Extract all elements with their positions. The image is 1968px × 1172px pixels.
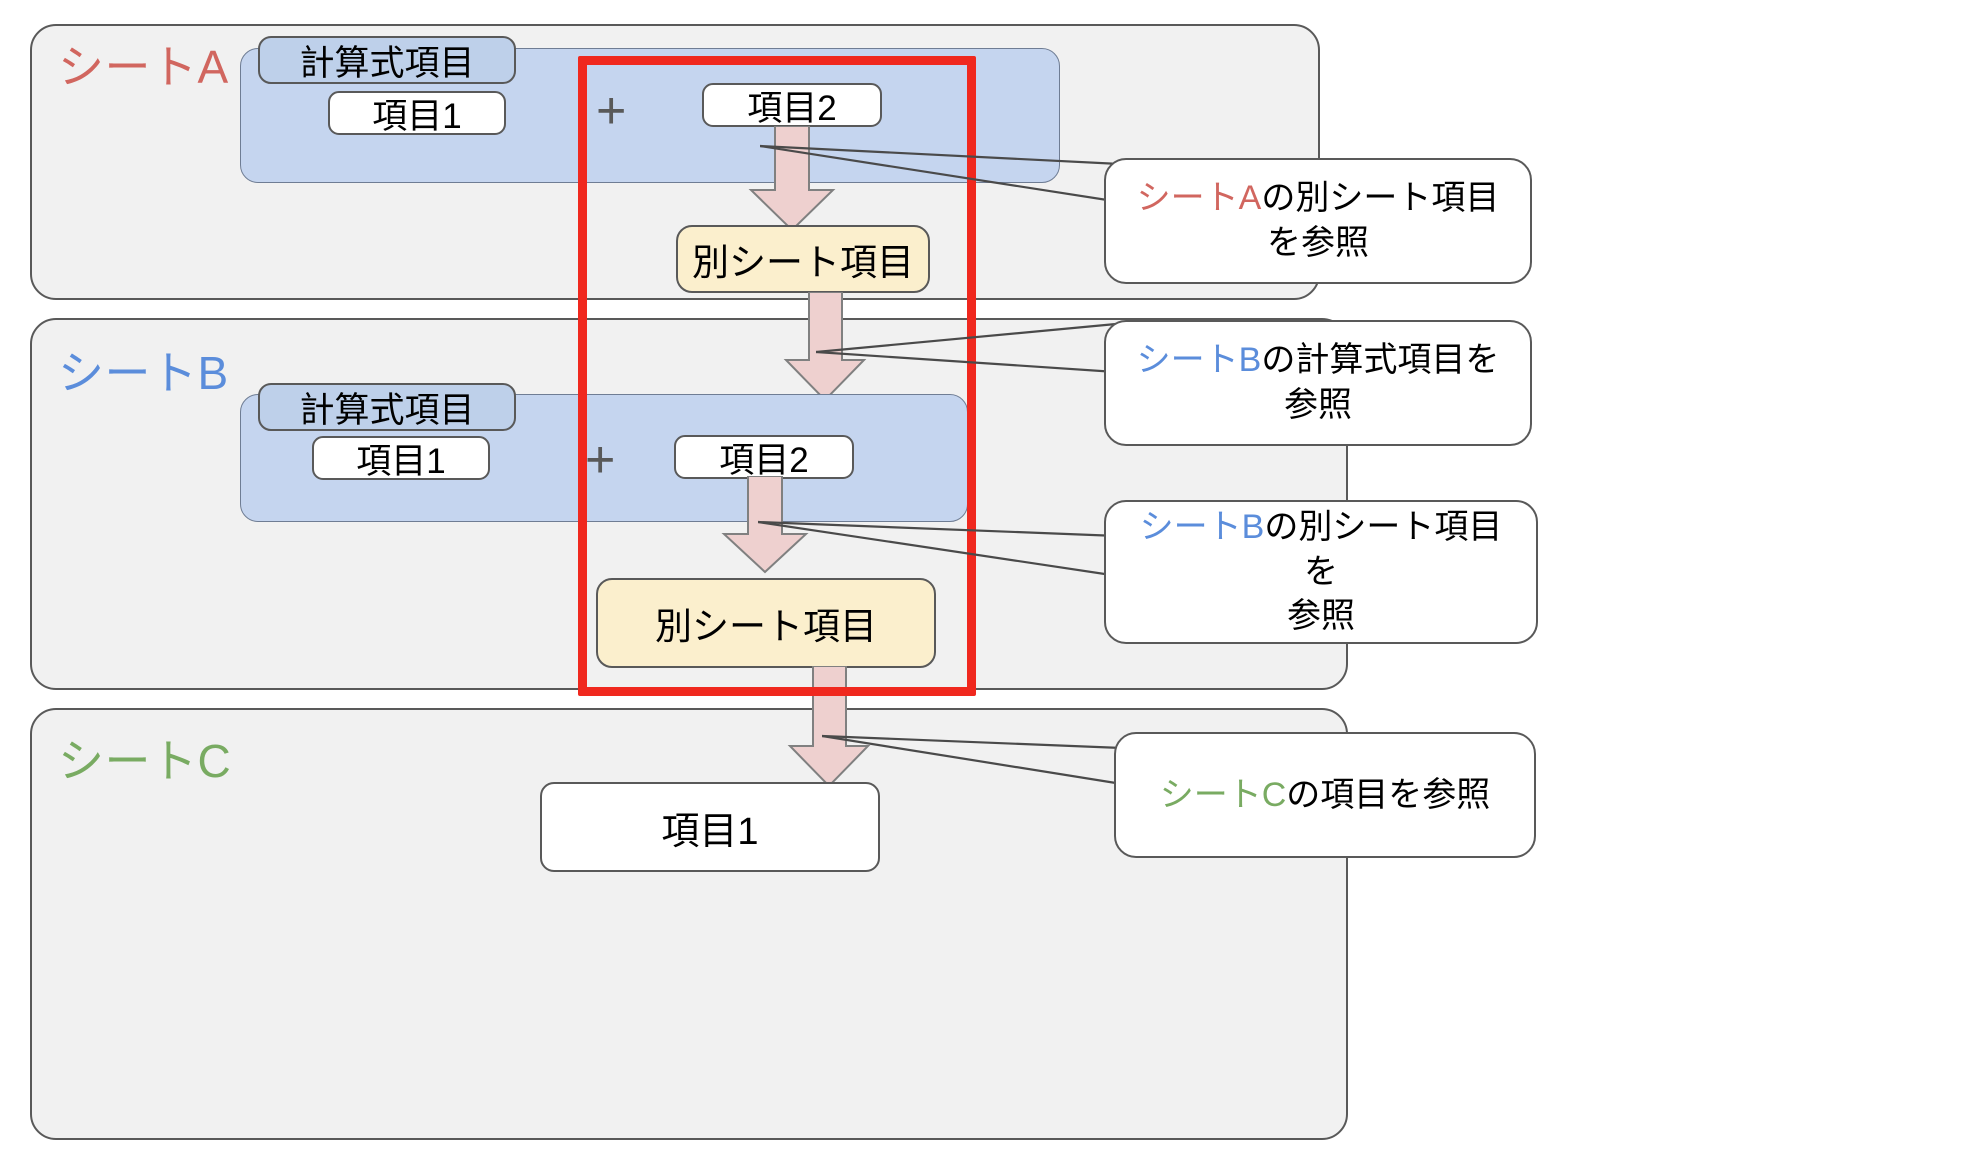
sheet-label-b: シートB [58,347,229,399]
callout-c-item: シートCの項目を参照 [1114,732,1536,858]
leader-line-c-item [822,722,1152,808]
callout-a-text: シートAの別シート項目 を参照 [1137,176,1500,266]
callout-b-other-highlight: シートB [1139,507,1265,546]
item-box-a-1: 項目1 [328,91,506,136]
callout-b-other-line2: 参照 [1287,597,1355,636]
other-sheet-item-a: 別シート項目 [676,225,930,293]
sheet-label-c: シートC [58,735,232,787]
leader-line-b-formula [816,322,1156,394]
callout-c-highlight: シートC [1159,775,1287,814]
item-box-b-1: 項目1 [312,436,490,481]
callout-b-other-text: シートBの別シート項目を 参照 [1132,505,1510,640]
leader-line-b-other-sheet [758,510,1158,600]
item-box-c-1: 項目1 [540,782,880,872]
leader-line-a-other-sheet [760,128,1160,218]
callout-a-rest: の別シート項目 [1261,179,1500,218]
callout-a-highlight: シートA [1136,179,1262,218]
callout-b-formula-text: シートBの計算式項目を 参照 [1137,338,1500,428]
operator-plus-b: + [585,431,616,489]
callout-b-formula-line2: 参照 [1284,386,1352,424]
item-box-b-2: 項目2 [674,435,854,480]
arrow-a-to-b [782,292,872,402]
callout-b-other-rest: の別シート項目を [1264,507,1503,591]
formula-header-b: 計算式項目 [258,383,516,431]
arrow-b-to-c [786,666,876,788]
sheet-label-a: シートA [58,41,229,93]
callout-b-formula: シートBの計算式項目を 参照 [1104,320,1532,446]
operator-plus-a: + [596,82,627,140]
formula-header-a: 計算式項目 [258,36,516,84]
item-box-a-2: 項目2 [702,83,882,128]
callout-b-formula-highlight: シートB [1136,341,1262,380]
callout-b-other-sheet: シートBの別シート項目を 参照 [1104,500,1538,644]
callout-b-formula-rest: の計算式項目を [1261,341,1500,380]
callout-c-text: シートCの項目を参照 [1160,773,1491,818]
other-sheet-item-b: 別シート項目 [596,578,936,668]
callout-a-line2: を参照 [1267,224,1369,262]
callout-a-other-sheet: シートAの別シート項目 を参照 [1104,158,1532,284]
callout-c-rest: の項目を参照 [1286,775,1491,814]
arrow-a-item2-to-othersheet [727,126,857,232]
